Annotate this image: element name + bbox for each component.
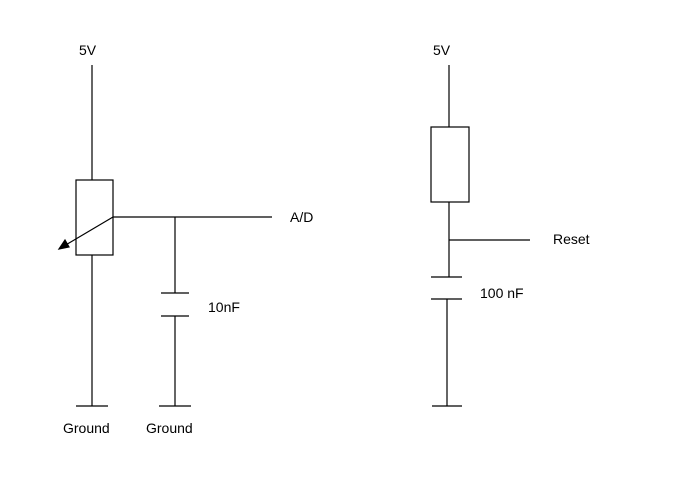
right-circuit xyxy=(430,65,530,407)
ground-label-left: Ground xyxy=(63,420,110,436)
capacitor-100nf-label: 100 nF xyxy=(480,285,524,301)
ground-label-right: Ground xyxy=(146,420,193,436)
potentiometer-wiper-arrow xyxy=(63,216,114,247)
potentiometer-body xyxy=(75,179,114,256)
potentiometer-wiper-arrowhead xyxy=(57,238,70,250)
resistor-body xyxy=(430,126,470,203)
ad-output-label: A/D xyxy=(290,209,314,225)
supply-label-left: 5V xyxy=(79,42,97,58)
capacitor-10nf-label: 10nF xyxy=(208,299,240,315)
supply-label-right: 5V xyxy=(433,42,451,58)
left-circuit xyxy=(57,65,272,407)
reset-output-label: Reset xyxy=(553,231,590,247)
